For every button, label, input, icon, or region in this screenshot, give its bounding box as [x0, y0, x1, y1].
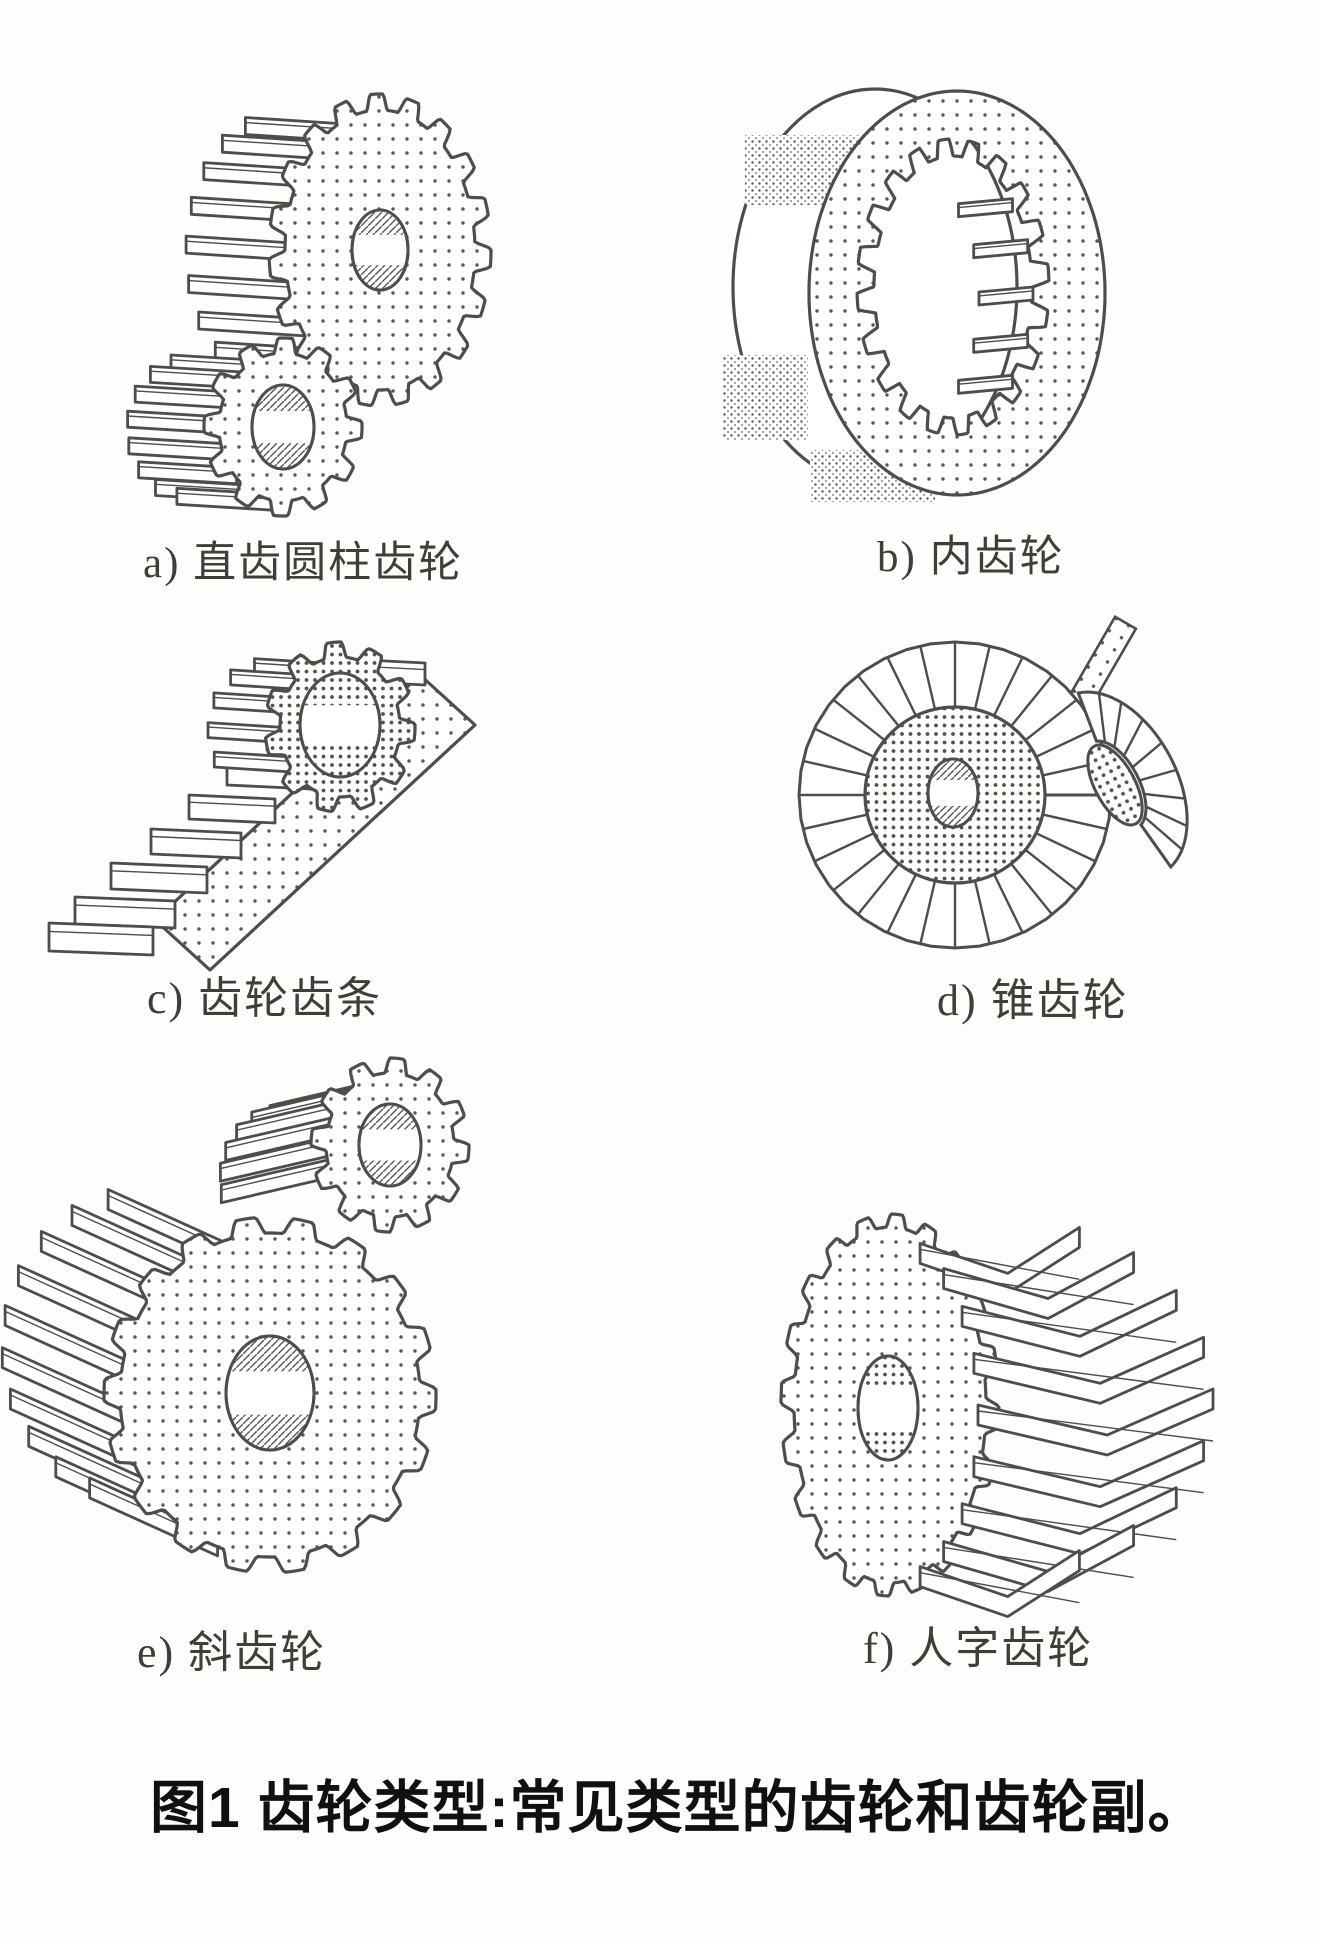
internal-gear-illustration [715, 55, 1160, 510]
bevel-gear-illustration [695, 595, 1189, 970]
rack-and-pinion-illustration [47, 575, 500, 972]
panel-label-e: e) 斜齿轮 [137, 1628, 327, 1677]
figure-caption: 图1 齿轮类型:常见类型的齿轮和齿轮副。 [150, 1776, 1206, 1840]
spur-gear-pair-illustration [95, 65, 505, 525]
helical-gear-illustration [0, 1025, 485, 1665]
panel-label-d: d) 锥齿轮 [937, 976, 1129, 1025]
panel-label-b: b) 内齿轮 [877, 534, 1065, 581]
panel-label-c: c) 齿轮齿条 [147, 974, 383, 1023]
panel-label-a: a) 直齿圆柱齿轮 [143, 540, 464, 587]
panel-label-f: f) 人字齿轮 [863, 1624, 1094, 1673]
herringbone-gear-illustration [779, 1210, 1215, 1618]
